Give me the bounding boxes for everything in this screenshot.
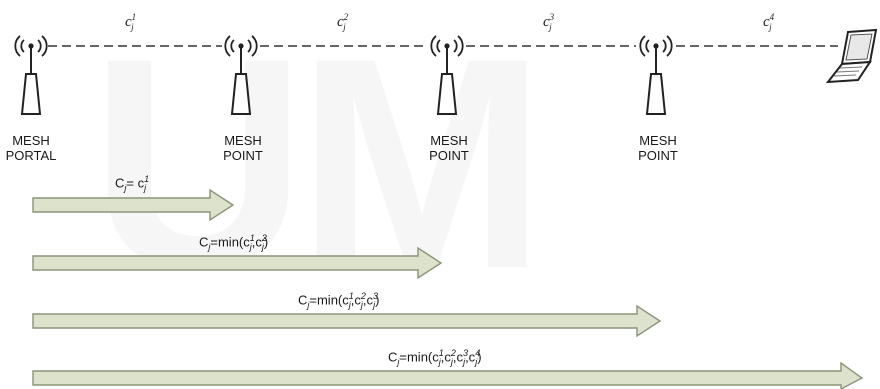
- link-base: c: [763, 14, 770, 30]
- formula-rhs: =min(c: [399, 349, 439, 365]
- capacity-arrow-1: [32, 188, 235, 222]
- formula-term-sub: j: [144, 182, 147, 193]
- formula-term-sup: 4: [475, 348, 481, 358]
- formula-1: Cj= c1j: [115, 174, 150, 193]
- formula-lhs-sub: j: [208, 241, 211, 252]
- node-label: MESH POINT: [216, 133, 270, 163]
- formula-lhs: C: [199, 234, 209, 250]
- link-sub: j: [343, 22, 346, 32]
- link-sup: 4: [769, 12, 775, 22]
- formula-lhs-sub: j: [124, 182, 127, 193]
- formula-lhs-sub: j: [397, 356, 400, 367]
- formula-term-sub: j: [450, 356, 453, 367]
- formula-term-sup: 1: [144, 174, 150, 184]
- antenna-icon: [14, 35, 48, 115]
- formula-close: ): [263, 234, 269, 250]
- formula-term-sub: j: [249, 241, 252, 252]
- node-label-line1: MESH: [639, 133, 677, 148]
- laptop-icon: [825, 28, 878, 84]
- formula-term-sub: j: [463, 356, 466, 367]
- node-label-line2: PORTAL: [5, 148, 57, 163]
- formula-close: ): [477, 349, 482, 365]
- formula-term-sub: j: [360, 299, 363, 310]
- formula-lhs: C: [388, 349, 398, 365]
- node-label-line2: POINT: [429, 148, 469, 163]
- formula-term-sub: j: [261, 241, 264, 252]
- link-sub: j: [131, 22, 134, 32]
- formula-lhs: C: [115, 175, 125, 191]
- formula-4: Cj=min(c1j,c2j,c3j,c4j): [388, 348, 482, 367]
- antenna-icon: [430, 35, 464, 115]
- formula-term-sub: j: [348, 299, 351, 310]
- link-label: c2j: [337, 12, 349, 32]
- formula-lhs: C: [298, 292, 308, 308]
- node-label: MESH POINT: [422, 133, 476, 163]
- capacity-arrow-4: [32, 361, 864, 389]
- link-base: c: [125, 14, 132, 30]
- node-label-line1: MESH: [430, 133, 468, 148]
- link-sub: j: [769, 22, 772, 32]
- node-label-line2: POINT: [223, 148, 263, 163]
- link-label: c3j: [543, 12, 555, 32]
- formula-3: Cj=min(c1j,c2j,c3j): [298, 291, 380, 310]
- formula-rhs: =min(c: [210, 234, 250, 250]
- link-sub: j: [549, 22, 552, 32]
- formula-term-sup: 3: [373, 291, 379, 301]
- node-label: MESH PORTAL: [4, 133, 58, 163]
- formula-term-sub: j: [475, 356, 478, 367]
- link-sup: 1: [131, 12, 137, 22]
- formula-term-sub: j: [438, 356, 441, 367]
- link-base: c: [337, 14, 344, 30]
- formula-close: ): [375, 292, 380, 308]
- node-label: MESH POINT: [631, 133, 685, 163]
- capacity-arrow-2: [32, 246, 443, 280]
- formula-rhs: = c: [126, 175, 145, 191]
- node-label-line1: MESH: [224, 133, 262, 148]
- capacity-arrow-3: [32, 304, 662, 338]
- link-base: c: [543, 14, 550, 30]
- link-sup: 3: [549, 12, 555, 22]
- antenna-icon: [224, 35, 258, 115]
- link-label: c4j: [763, 12, 775, 32]
- node-label-line2: POINT: [638, 148, 678, 163]
- antenna-icon: [639, 35, 673, 115]
- link-label: c1j: [125, 12, 137, 32]
- formula-term-sub: j: [373, 299, 376, 310]
- node-label-line1: MESH: [12, 133, 50, 148]
- link-sup: 2: [343, 12, 349, 22]
- formula-rhs: =min(c: [309, 292, 349, 308]
- formula-lhs-sub: j: [307, 299, 310, 310]
- formula-2: Cj=min(c1j,c2j): [199, 233, 269, 252]
- formula-term-sup: 2: [261, 233, 267, 243]
